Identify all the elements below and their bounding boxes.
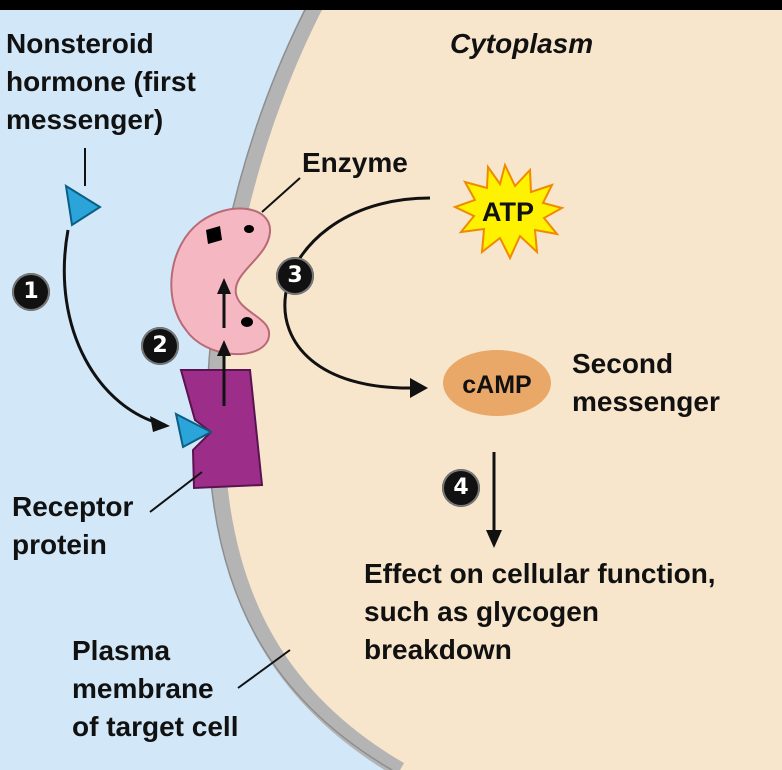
bound-hormone	[174, 412, 214, 449]
camp-molecule	[443, 350, 551, 416]
top-border	[0, 0, 782, 10]
receptor-protein-shape	[179, 369, 264, 490]
arrow-1-head	[150, 416, 170, 432]
enzyme-dot	[244, 225, 254, 233]
atp-label: ATP	[482, 197, 534, 227]
arrow-1	[62, 229, 166, 427]
camp-label: cAMP	[462, 371, 531, 399]
second-messenger-label: Second messenger	[572, 348, 720, 417]
step-1-badge: 1	[12, 273, 50, 311]
enzyme-dot	[206, 226, 222, 244]
receptor-label: Receptor protein	[12, 491, 134, 560]
enzyme-dot	[241, 317, 253, 327]
arrow-4-head	[486, 530, 502, 548]
arrow-3	[283, 196, 431, 390]
receptor-pointer	[149, 471, 203, 513]
membrane-pointer	[237, 649, 291, 689]
enzyme-pointer	[261, 177, 301, 213]
enzyme-label: Enzyme	[302, 147, 408, 178]
cytoplasm-label: Cytoplasm	[450, 28, 594, 59]
hormone-molecule	[64, 184, 102, 227]
atp-burst	[452, 162, 565, 261]
hormone-label: Nonsteroid hormone (first messenger)	[6, 28, 196, 135]
arrow-3-head	[410, 378, 428, 398]
membrane-label: Plasma membrane of target cell	[72, 635, 239, 742]
step-2-badge: 2	[141, 327, 179, 365]
activation-arrow-head	[217, 278, 231, 294]
step-4-badge: 4	[442, 469, 480, 507]
activation-arrow-head	[217, 340, 231, 356]
effect-label: Effect on cellular function, such as gly…	[364, 558, 716, 665]
step-3-badge: 3	[276, 257, 314, 295]
